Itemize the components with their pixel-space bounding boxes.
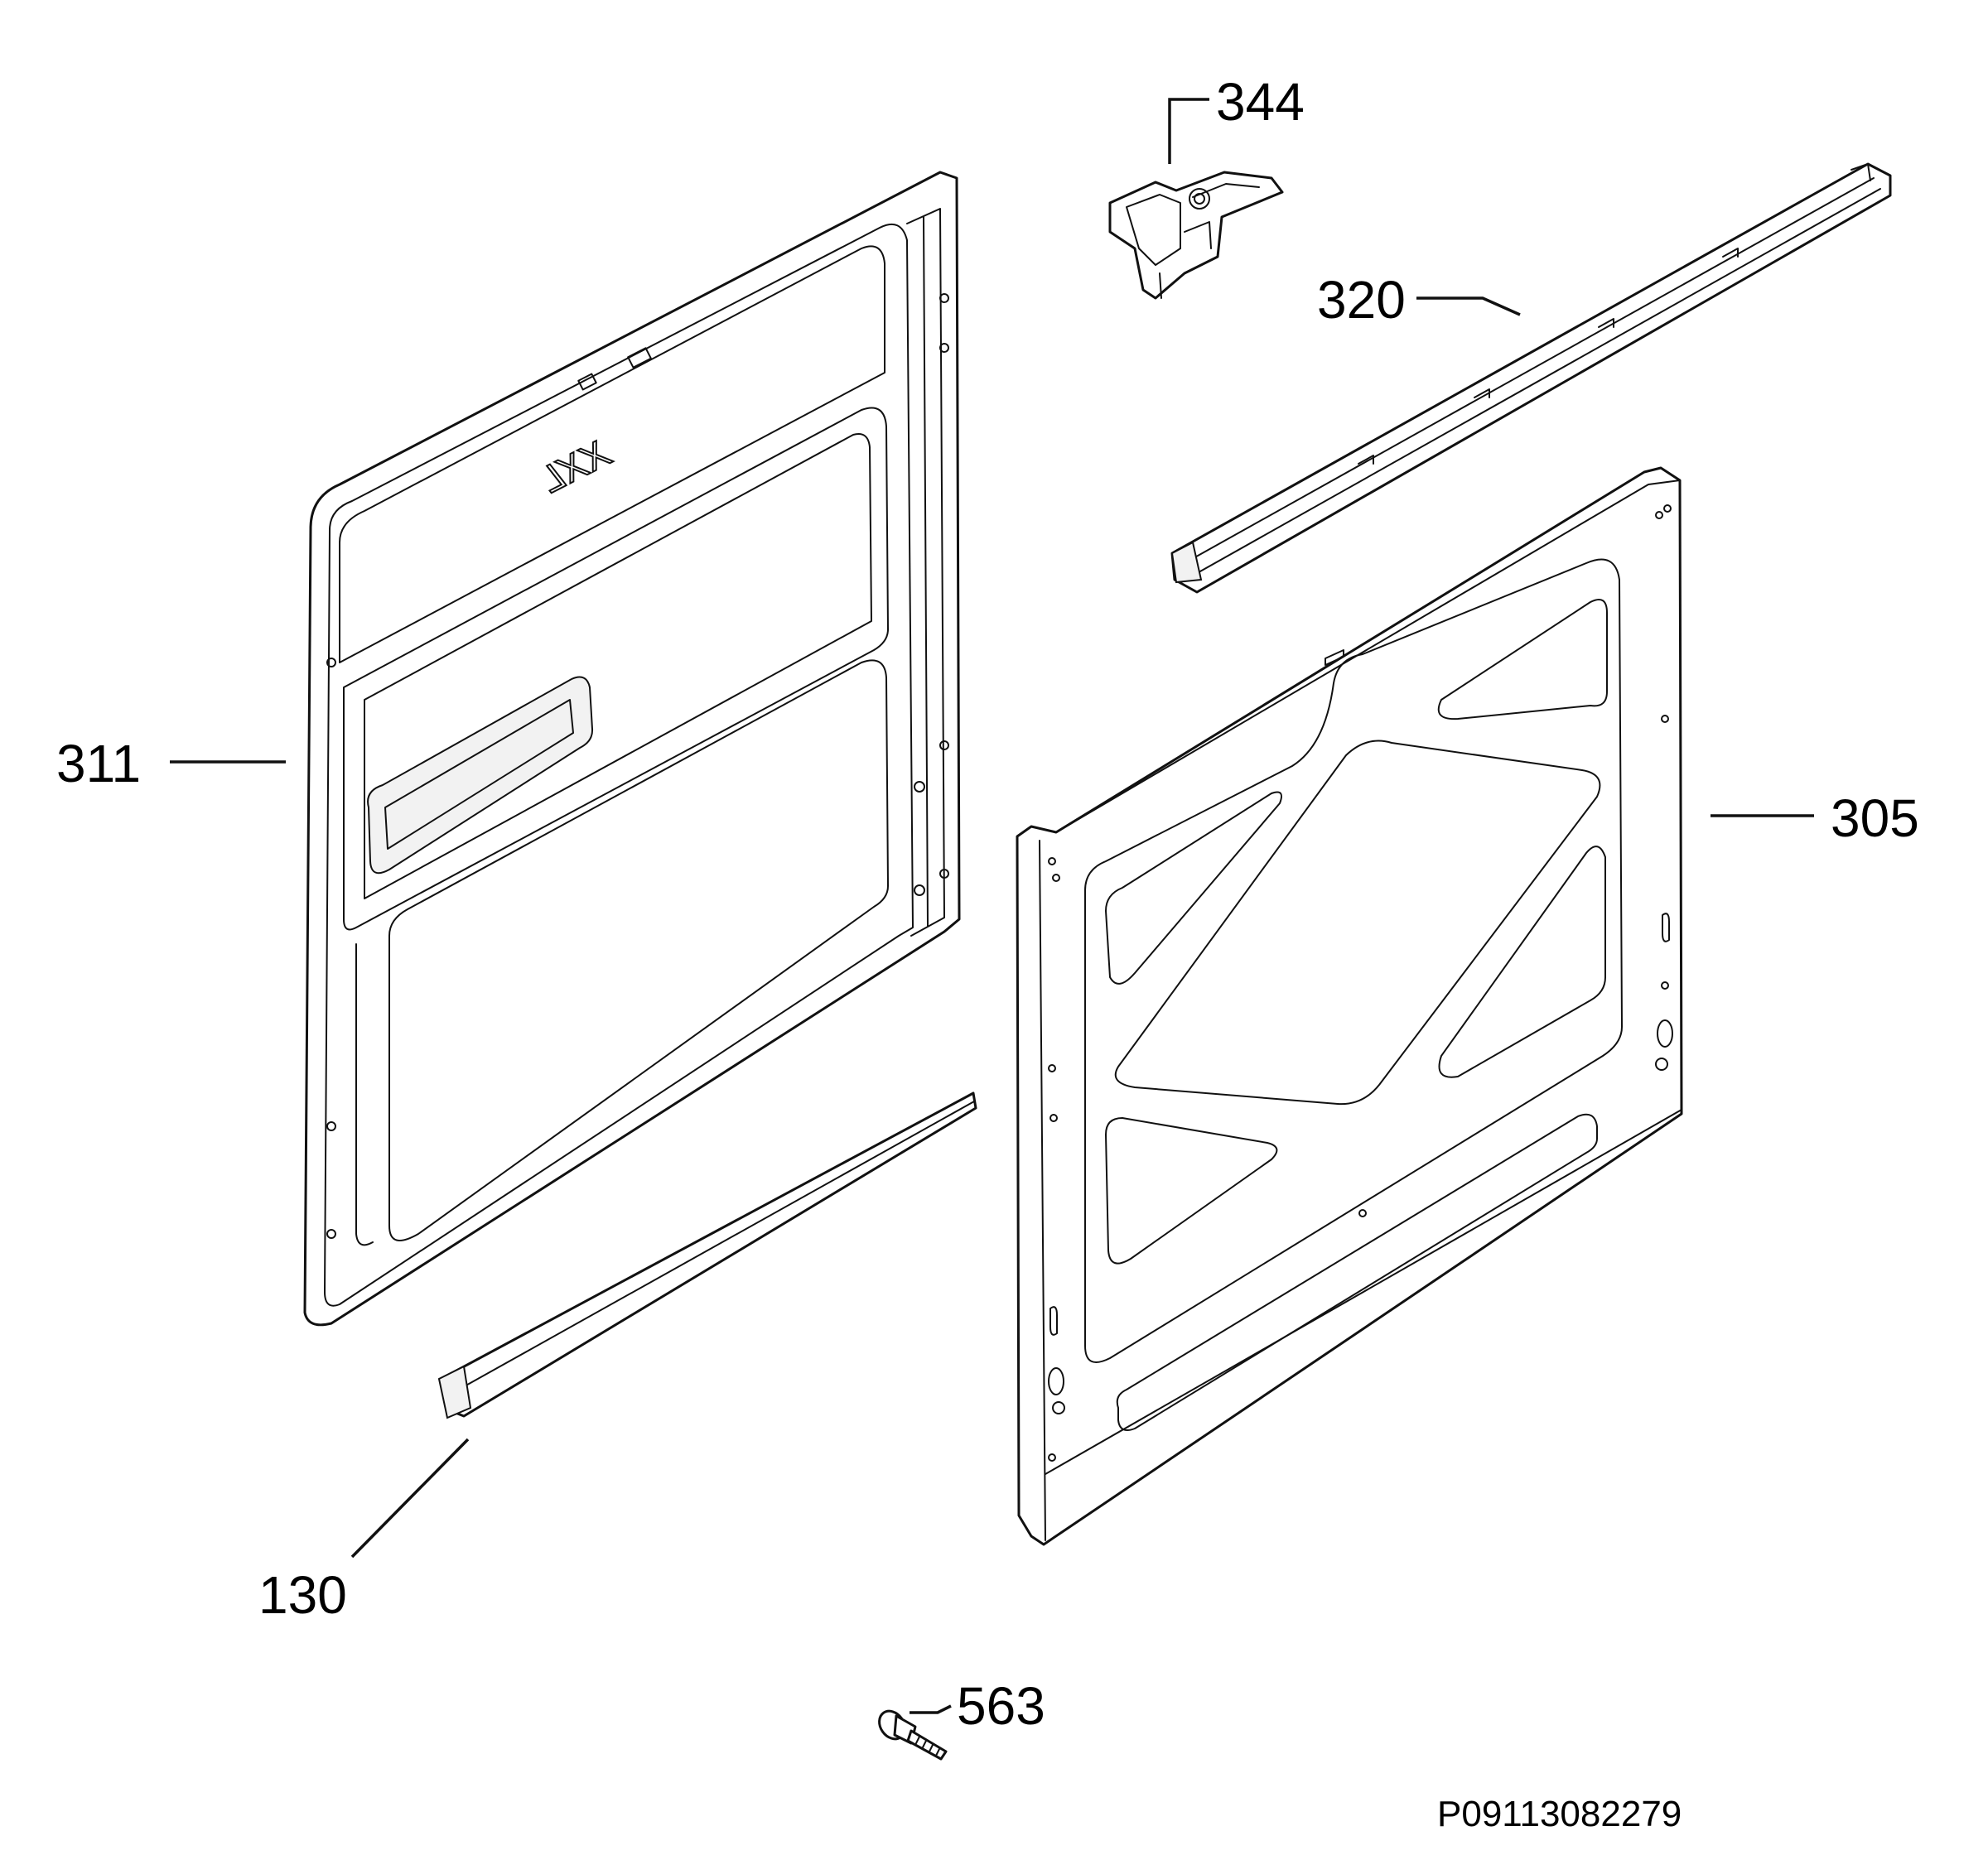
part-130-seal-strip bbox=[437, 1091, 977, 1419]
leader-130 bbox=[350, 1438, 470, 1559]
leader-563 bbox=[910, 1704, 952, 1714]
callout-311: 311 bbox=[56, 734, 141, 793]
leader-344 bbox=[1168, 98, 1209, 164]
callout-320: 320 bbox=[1317, 270, 1406, 330]
part-305-outer-door-panel bbox=[1016, 466, 1683, 1546]
callout-130: 130 bbox=[258, 1565, 347, 1625]
part-311-inner-door-panel: XXL bbox=[303, 171, 961, 1327]
document-code: P09113082279 bbox=[1437, 1794, 1682, 1834]
callout-305: 305 bbox=[1831, 788, 1919, 848]
part-344-door-lock bbox=[1108, 171, 1284, 300]
part-563-screw bbox=[878, 1709, 948, 1761]
callout-344: 344 bbox=[1216, 72, 1305, 132]
part-320-top-profile bbox=[1170, 162, 1892, 594]
callout-563: 563 bbox=[957, 1676, 1045, 1736]
callout-labels: 344 320 311 305 130 563 bbox=[56, 72, 1919, 1736]
leader-lines bbox=[170, 98, 1814, 1714]
leader-320 bbox=[1416, 296, 1521, 316]
